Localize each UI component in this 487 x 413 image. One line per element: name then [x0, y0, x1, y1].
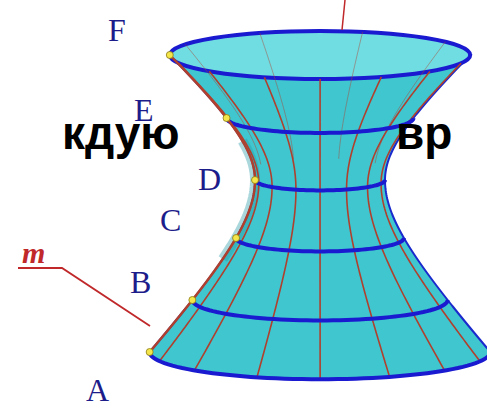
- background-word: вр: [396, 110, 452, 156]
- line-label: m: [22, 238, 45, 268]
- point: [146, 349, 153, 356]
- hyperboloid-body: [150, 55, 487, 379]
- generator-line: [347, 77, 390, 377]
- point-label: F: [108, 14, 126, 46]
- parallel-circle: [236, 238, 404, 251]
- generator-line-back: [185, 44, 260, 164]
- point-label: D: [198, 163, 221, 195]
- point: [233, 235, 240, 242]
- generator-line-back: [260, 33, 294, 159]
- point: [252, 177, 259, 184]
- generator-line: [194, 71, 272, 370]
- top-ellipse: [170, 31, 470, 79]
- point: [223, 115, 230, 122]
- point-label: A: [86, 374, 109, 406]
- axis-line: [342, 0, 345, 30]
- generator-line: [257, 77, 296, 377]
- point-label: B: [130, 266, 151, 298]
- profile-line: [150, 55, 255, 351]
- parallel-circle: [192, 300, 447, 320]
- point: [166, 52, 173, 59]
- point-label: C: [160, 204, 181, 236]
- parallel-circle: [227, 118, 414, 133]
- point-label: E: [134, 94, 154, 126]
- parallel-circle: [150, 352, 487, 379]
- background-word: кдую: [62, 110, 180, 156]
- point: [189, 297, 196, 304]
- generator-line: [319, 79, 321, 379]
- generator-line-back: [339, 32, 363, 159]
- parallel-circle: [255, 180, 385, 190]
